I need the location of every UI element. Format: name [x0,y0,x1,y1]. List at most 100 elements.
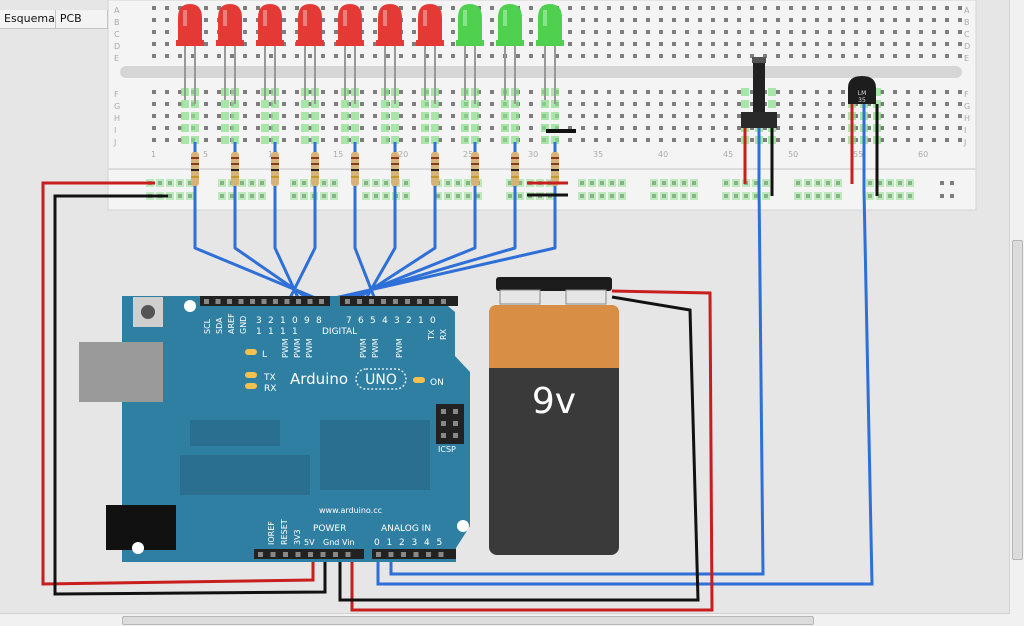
row-letter-right: F [964,90,969,99]
column-number: 25 [463,150,473,159]
resistor[interactable] [511,152,519,186]
pin-number: 1 [292,327,298,337]
analog-pin-label: 4 [424,538,430,548]
resistor[interactable] [271,152,279,186]
txrx-label: TX [427,329,436,341]
row-letter-right: B [964,18,970,27]
led-green[interactable] [536,4,564,104]
resistor[interactable] [231,152,239,186]
led-green[interactable] [456,4,484,104]
pin-number: 8 [316,316,322,326]
led-red[interactable] [216,4,244,104]
led-red[interactable] [176,4,204,104]
resistor[interactable] [311,152,319,186]
arduino-header-pins [204,299,458,557]
power-label: POWER [313,524,346,534]
column-number: 55 [853,150,863,159]
column-number: 35 [593,150,603,159]
digital-label: DIGITAL [322,327,357,337]
row-letter-right: H [964,114,970,123]
resistor[interactable] [191,152,199,186]
power-pin-label: 3V3 [293,529,302,545]
vertical-scrollbar[interactable] [1009,0,1024,626]
pin-label: SCL [203,318,212,334]
l-led-label: L [262,350,267,360]
jumper-wire [546,129,576,133]
row-letter-left: I [114,126,116,135]
pin-number: 1 [256,327,262,337]
pin-label: SDA [215,317,224,334]
row-letter-right: D [964,42,970,51]
battery-9v[interactable]: 9v [489,277,619,555]
arduino-brand: Arduino [290,370,348,388]
pwm-label: PWM [359,338,368,358]
row-letter-left: D [114,42,120,51]
power-wire-5v [41,181,315,586]
analog-label: ANALOG IN [381,524,431,534]
sensor-label-1: LM [858,90,867,97]
pin-number: 1 [280,316,286,326]
potentiometer[interactable] [741,57,777,196]
power-pin-label: Vin [342,538,355,547]
arduino-model: UNO [365,372,397,388]
pin-number: 0 [430,316,436,326]
pwm-label: PWM [395,338,404,358]
tab-esquema[interactable]: Esquema [0,10,56,28]
pin-label: GND [239,316,248,334]
tab-pcb[interactable]: PCB [56,10,108,28]
led-red[interactable] [336,4,364,104]
power-pin-label: 5V [304,538,315,547]
power-pin-label: RESET [280,519,289,545]
led-row [176,4,564,104]
row-letter-left: G [114,102,120,111]
pin-number: 6 [358,316,364,326]
analog-pin-label: 0 [374,538,380,548]
pwm-label: PWM [281,338,290,358]
pin-label: AREF [227,313,236,334]
horizontal-scrollbar[interactable] [0,613,1010,626]
row-letter-right: E [964,54,969,63]
row-letter-left: A [114,6,120,15]
pin-number: 5 [370,316,376,326]
column-number: 45 [723,150,733,159]
column-number: 60 [918,150,928,159]
horizontal-scroll-thumb[interactable] [122,616,814,625]
battery-label: 9v [532,381,576,422]
pin-number: 4 [382,316,388,326]
resistor[interactable] [431,152,439,186]
column-number: 5 [203,150,208,159]
row-letter-left: H [114,114,120,123]
resistor[interactable] [391,152,399,186]
pin-number: 1 [418,316,424,326]
txrx-label: RX [439,328,448,340]
row-letter-right: J [963,138,966,147]
ground-wire [53,194,327,596]
pin-number: 7 [346,316,352,326]
column-number: 15 [333,150,343,159]
led-red[interactable] [256,4,284,104]
view-tabs: Esquema PCB [0,10,108,29]
vertical-scroll-thumb[interactable] [1012,240,1023,560]
row-letter-left: E [114,54,119,63]
pin-number: 1 [280,327,286,337]
pot-signal-wire [389,183,765,576]
resistor[interactable] [471,152,479,186]
resistor[interactable] [551,152,559,186]
arduino-board[interactable]: L TX RX Arduino UNO ON DIGITAL ICSP www.… [79,296,470,562]
led-red[interactable] [416,4,444,104]
temperature-sensor[interactable]: LM 35 [848,76,879,196]
analog-pin-label: 5 [437,538,443,548]
pin-number: 2 [406,316,412,326]
row-letter-right: A [964,6,970,15]
pin-number: 1 [268,327,274,337]
led-green[interactable] [496,4,524,104]
column-number: 20 [398,150,408,159]
led-red[interactable] [296,4,324,104]
analog-pin-label: 1 [387,538,393,548]
column-number: 1 [151,150,156,159]
pin-number: 0 [292,316,298,326]
led-red[interactable] [376,4,404,104]
row-letter-right: I [964,126,966,135]
row-letter-left: B [114,18,120,27]
resistor[interactable] [351,152,359,186]
